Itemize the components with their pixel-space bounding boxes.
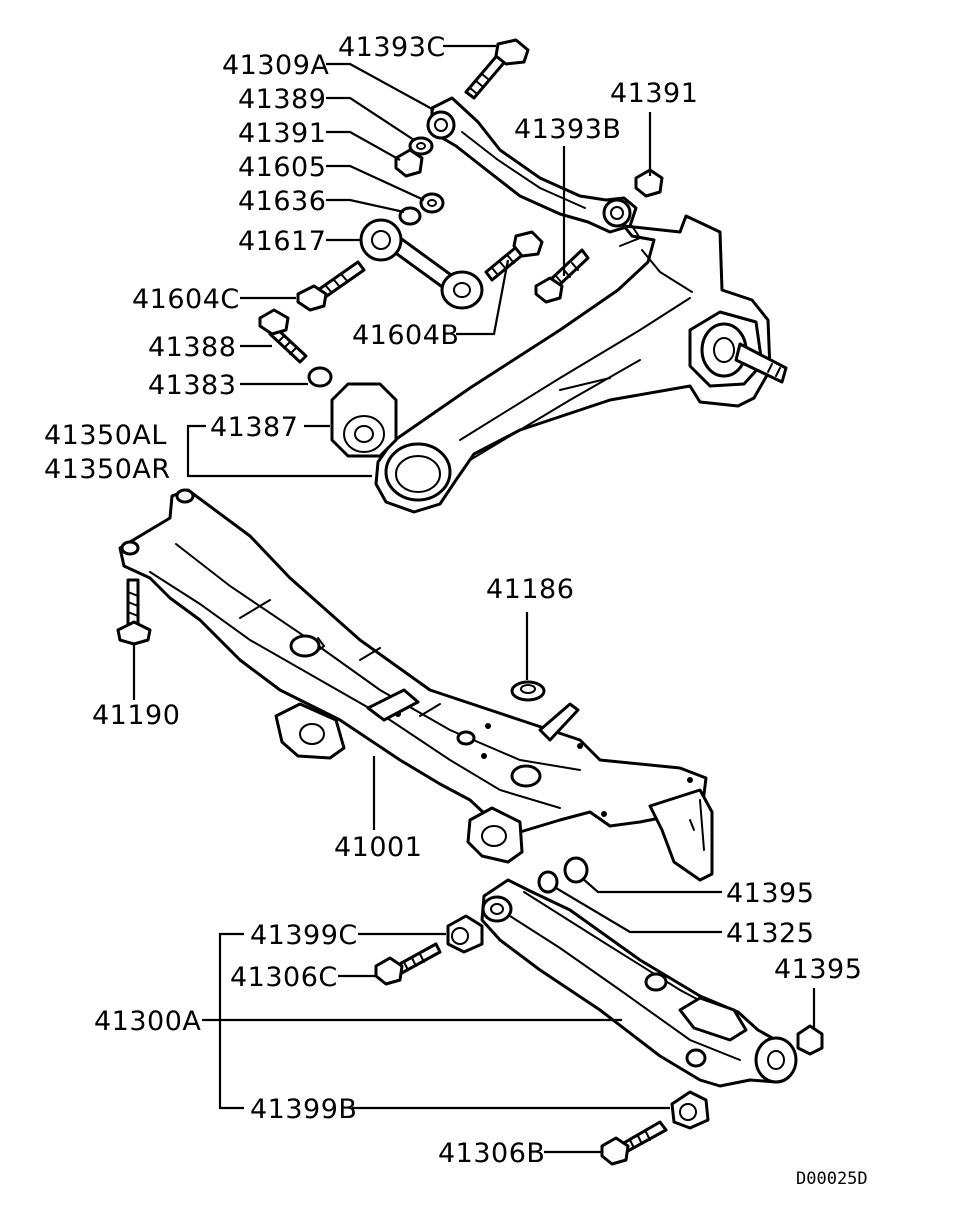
bolt-41388 xyxy=(258,308,308,364)
label-41388: 41388 xyxy=(148,332,236,363)
label-41325: 41325 xyxy=(726,918,814,949)
label-41617: 41617 xyxy=(238,226,326,257)
label-41306C: 41306C xyxy=(230,962,338,993)
lower-arm-41300A xyxy=(480,878,798,1088)
label-41309A: 41309A xyxy=(222,50,329,81)
label-41399B: 41399B xyxy=(250,1094,357,1125)
washer-41605 xyxy=(419,192,445,214)
washer-41383 xyxy=(307,366,333,388)
label-41604C: 41604C xyxy=(132,284,240,315)
label-41383: 41383 xyxy=(148,370,236,401)
leader-lines xyxy=(132,44,816,1154)
trailing-arm-41350 xyxy=(374,214,788,514)
label-41300A: 41300A xyxy=(94,1006,201,1037)
label-41604B: 41604B xyxy=(352,320,459,351)
label-41393B: 41393B xyxy=(514,114,621,145)
bushing-41399B xyxy=(670,1090,710,1130)
washer-41186 xyxy=(510,680,546,702)
bushing-41387 xyxy=(330,382,398,458)
label-41350AL: 41350AL xyxy=(44,420,167,451)
diagram-code: D00025D xyxy=(796,1169,868,1189)
bolt-41604B xyxy=(484,230,544,282)
washer-41389 xyxy=(408,136,434,156)
label-41186: 41186 xyxy=(486,574,574,605)
label-41391-left: 41391 xyxy=(238,118,326,149)
label-41350AR: 41350AR xyxy=(44,454,171,485)
bolt-41604C xyxy=(296,260,366,312)
bolt-41393B xyxy=(534,248,590,304)
label-41387: 41387 xyxy=(210,412,298,443)
label-41190: 41190 xyxy=(92,700,180,731)
bolt-41190 xyxy=(116,578,152,646)
label-41395-upper: 41395 xyxy=(726,878,814,909)
label-41001: 41001 xyxy=(334,832,422,863)
label-41391-right: 41391 xyxy=(610,78,698,109)
washer-41325 xyxy=(537,870,559,894)
bushing-41399C xyxy=(446,914,484,954)
label-41389: 41389 xyxy=(238,84,326,115)
bolt-41306C xyxy=(374,942,442,986)
label-41399C: 41399C xyxy=(250,920,358,951)
bolt-41306B xyxy=(600,1120,668,1166)
nut-41395-lower xyxy=(796,1024,824,1056)
upper-arm-41309A xyxy=(426,96,638,234)
toe-link-41617 xyxy=(359,218,484,310)
washer-41636 xyxy=(398,206,422,226)
label-41306B: 41306B xyxy=(438,1138,545,1169)
label-41605: 41605 xyxy=(238,152,326,183)
nut-41391-left xyxy=(394,148,424,178)
crossmember-41001 xyxy=(118,488,714,882)
label-41636: 41636 xyxy=(238,186,326,217)
nut-41395-upper xyxy=(563,856,589,884)
label-41395-lower: 41395 xyxy=(774,954,862,985)
label-41393C: 41393C xyxy=(338,32,446,63)
bolt-41393C xyxy=(464,38,530,100)
